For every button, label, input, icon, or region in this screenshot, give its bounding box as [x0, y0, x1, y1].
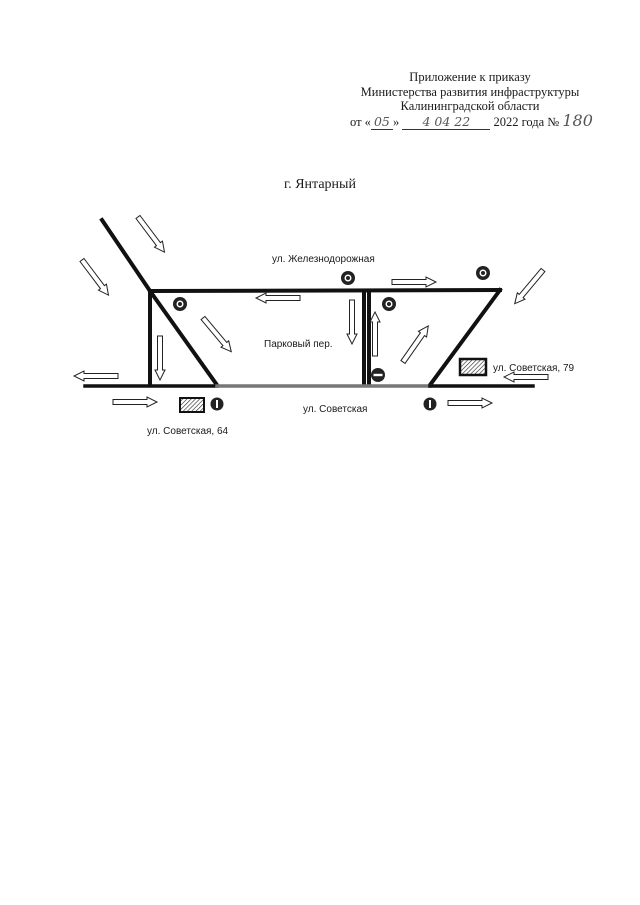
pedestrian-crossing-icon — [423, 397, 437, 411]
label-zheleznodorozhnaya: ул. Железнодорожная — [272, 254, 375, 265]
traffic-light-icon — [341, 271, 355, 285]
label-parkovy: Парковый пер. — [264, 339, 333, 350]
header-line-3: Калининградской области — [400, 99, 540, 113]
pedestrian-crossings — [210, 397, 437, 411]
direction-arrow-icon — [112, 396, 158, 408]
order-day: 05 — [373, 113, 390, 129]
order-year: 2022 года № — [493, 114, 560, 129]
order-line: от «05» 4 04 22 2022 года № 180 — [350, 110, 593, 130]
direction-arrow-icon — [447, 397, 493, 409]
building-icon — [179, 397, 205, 413]
pedestrian-crossing-icon — [210, 397, 224, 411]
building-sovetskaya-79 — [458, 357, 488, 377]
order-number: 180 — [562, 110, 593, 130]
road-east-diagonal — [427, 287, 503, 388]
direction-arrows — [73, 213, 549, 409]
header-line-1: Приложение к приказу — [409, 70, 531, 84]
direction-arrow-icon — [154, 335, 166, 381]
no-entry-sign-icon — [371, 368, 385, 382]
road-west-diagonal — [147, 288, 220, 388]
order-mid: » — [392, 114, 400, 129]
order-month: 4 04 22 — [422, 113, 471, 129]
direction-arrow-icon — [398, 322, 433, 366]
road-diagonal-north — [99, 217, 153, 294]
direction-arrow-icon — [255, 292, 301, 304]
label-sovetskaya-79: ул. Советская, 79 — [493, 363, 575, 374]
traffic-light-icon — [173, 297, 187, 311]
label-sovetskaya-64: ул. Советская, 64 — [147, 426, 229, 437]
traffic-light-icon — [476, 266, 490, 280]
header-line-2: Министерства развития инфраструктуры — [360, 84, 580, 99]
direction-arrow-icon — [73, 370, 119, 382]
order-header: Приложение к приказу Министерства развит… — [350, 70, 593, 130]
direction-arrow-icon — [77, 256, 113, 299]
road-zheleznodorozhnaya — [147, 287, 503, 294]
direction-arrow-icon — [369, 311, 381, 357]
label-sovetskaya: ул. Советская — [303, 404, 367, 415]
direction-arrow-icon — [198, 314, 236, 356]
order-prefix: от « — [350, 114, 371, 129]
road-scheme-diagram: ул. Железнодорожная Парковый пер. ул. Со… — [73, 213, 575, 437]
page-title: г. Янтарный — [284, 177, 356, 192]
traffic-lights — [173, 266, 490, 311]
direction-arrow-icon — [133, 213, 169, 256]
building-icon — [458, 357, 488, 377]
direction-arrow-icon — [510, 266, 548, 308]
direction-arrow-icon — [391, 276, 437, 288]
traffic-light-icon — [382, 297, 396, 311]
direction-arrow-icon — [346, 299, 358, 345]
building-sovetskaya-64 — [179, 397, 205, 413]
road-network — [83, 217, 535, 388]
